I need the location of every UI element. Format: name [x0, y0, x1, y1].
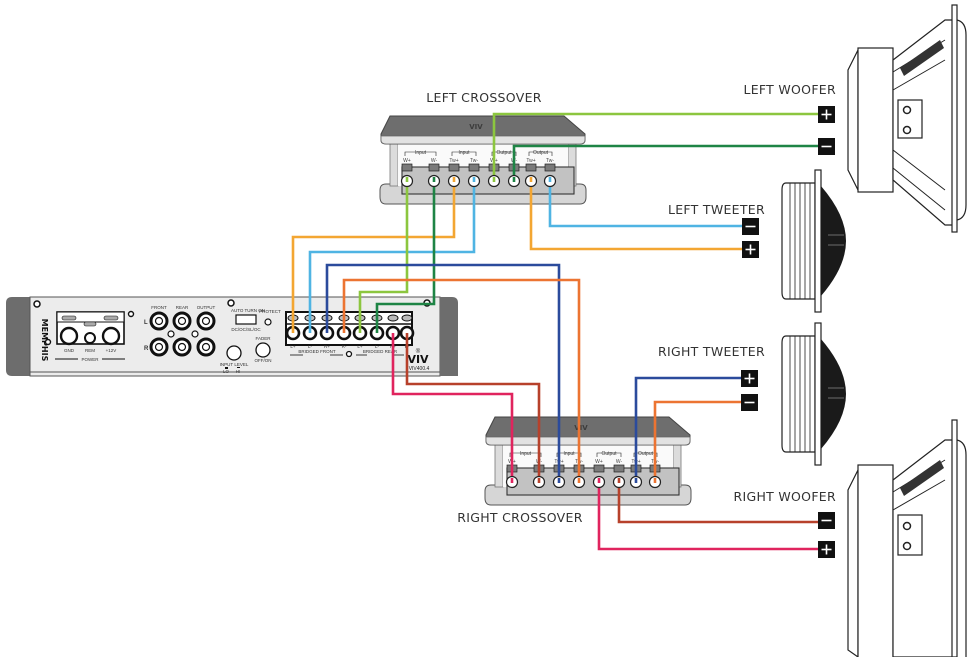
left-woofer-plus-terminal[interactable]	[818, 106, 835, 123]
svg-text:VIV: VIV	[469, 123, 483, 131]
amp-brand: MEMPHIS	[40, 319, 49, 362]
amp-terminal-label: L-	[308, 344, 313, 349]
wire-rear-left-plus	[358, 178, 409, 333]
wire-right-woofer-plus	[597, 479, 818, 551]
screw	[33, 300, 41, 308]
right-tweeter-label: RIGHT TWEETER	[658, 344, 765, 359]
wires	[291, 112, 818, 551]
amp-terminal-label: R+	[324, 344, 330, 349]
amp-terminal-label: L+	[357, 344, 363, 349]
input-level-lo: LO	[223, 369, 230, 374]
left-woofer-label: LEFT WOOFER	[743, 82, 836, 97]
crossover-group-label: Input	[520, 451, 532, 457]
amp-terminal-label: L+	[290, 344, 296, 349]
crossover-terminal-label: Tw-	[470, 158, 478, 164]
turn-on-sub: DC/OC/SL/OC	[231, 327, 261, 332]
crossover-terminal-label: Tw+	[526, 158, 535, 164]
left-tweeter-plus-terminal[interactable]	[742, 241, 759, 258]
wire-right-woofer-minus	[617, 479, 818, 524]
wire-rear-right-plus	[391, 333, 514, 479]
right-crossover-label: RIGHT CROSSOVER	[457, 510, 582, 525]
rca-row-r: R	[144, 346, 149, 352]
crossover-terminal-label: W+	[595, 459, 603, 465]
left-tweeter-label: LEFT TWEETER	[668, 202, 765, 217]
wire-rear-left-minus	[375, 178, 436, 333]
wire-rear-right-minus	[405, 333, 541, 479]
bridged-front-label: BRIDGED FRONT	[298, 349, 336, 354]
wire-front-left-minus	[308, 178, 476, 333]
rca-header-front: FRONT	[151, 305, 167, 310]
amp-terminal-label: R-	[342, 344, 347, 349]
wire-right-tweeter-plus	[634, 376, 742, 479]
left-woofer-minus-terminal[interactable]	[818, 138, 835, 155]
crossover-terminal-label: Tw-	[546, 158, 554, 164]
rca-row-l: L	[144, 320, 148, 326]
crossover-group-label: Output	[496, 150, 512, 156]
right-woofer-plus-terminal[interactable]	[818, 541, 835, 558]
right-tweeter-minus-terminal[interactable]	[741, 394, 758, 411]
crossover-group-label: Output	[638, 451, 654, 457]
wire-front-left-plus	[291, 178, 456, 333]
crossover-group-label: Output	[601, 451, 617, 457]
input-level-knob[interactable]	[226, 345, 242, 361]
crossover-group-label: Output	[533, 150, 549, 156]
power-label-rem: REM	[85, 348, 95, 353]
terminal-screw	[401, 314, 413, 322]
crossover-terminal-label: W-	[616, 459, 623, 465]
left-woofer	[847, 4, 967, 233]
protect-label: PROTECT	[259, 309, 281, 314]
right-tweeter	[781, 322, 846, 466]
wire-left-tweeter-plus	[529, 178, 743, 251]
wire-front-right-minus	[342, 278, 581, 479]
left-crossover-label: LEFT CROSSOVER	[426, 90, 542, 105]
right-woofer-label: RIGHT WOOFER	[734, 489, 836, 504]
crossover-terminal-label: W+	[403, 158, 411, 164]
crossover-group-label: Input	[563, 451, 575, 457]
auto-turn-on-label: AUTO TURN ON	[231, 308, 265, 313]
crossover-terminal-label: W-	[431, 158, 438, 164]
fader-label: FADER	[255, 336, 271, 341]
bridged-rear-label: BRIDGED REAR	[363, 349, 398, 354]
screw	[44, 338, 52, 346]
wire-left-tweeter-minus	[548, 178, 743, 228]
crossover-terminal-label: Tw+	[449, 158, 458, 164]
wire-left-woofer-minus	[512, 144, 818, 178]
wire-right-tweeter-minus	[653, 400, 742, 479]
crossover-group-label: Input	[415, 150, 427, 156]
amp-logo: VIV	[407, 353, 429, 366]
right-woofer-minus-terminal[interactable]	[818, 512, 835, 529]
left-tweeter-minus-terminal[interactable]	[742, 218, 759, 235]
wire-front-right-plus	[325, 263, 561, 479]
screw	[227, 299, 235, 307]
amp-controls: AUTO TURN ON DC/OC/SL/OC PROTECT INPUT L…	[220, 308, 281, 374]
wire-left-woofer-plus	[492, 112, 818, 178]
power-label-gnd: GND	[64, 348, 75, 353]
power-terminal-block: GND REM +12V POWER	[55, 311, 125, 362]
right-woofer	[847, 419, 967, 657]
rca-header-rear: REAR	[176, 305, 189, 310]
terminal-screw	[387, 314, 399, 322]
svg-text:®: ®	[416, 348, 421, 355]
svg-text:VIV: VIV	[574, 424, 588, 432]
rca-block: FRONT REAR OUTPUT L R	[144, 305, 216, 357]
crossover-group-label: Input	[458, 150, 470, 156]
amp-terminal-label: L-	[375, 344, 380, 349]
power-caption: POWER	[81, 357, 99, 362]
amp-model: VIV400.4	[409, 366, 430, 372]
screw	[127, 310, 135, 318]
turn-on-switch[interactable]	[235, 314, 257, 325]
protect-led	[264, 318, 272, 326]
fader-sub: OFF/ON	[255, 358, 272, 363]
input-level-hi: HI	[236, 369, 241, 374]
input-level-label: INPUT LEVEL	[220, 362, 249, 367]
amplifier: MEMPHIS GND REM +12V POWER FRONT REAR	[6, 296, 458, 377]
rca-header-output: OUTPUT	[197, 305, 216, 310]
left-tweeter	[781, 169, 846, 313]
fader-knob[interactable]	[255, 342, 271, 358]
right-tweeter-plus-terminal[interactable]	[741, 370, 758, 387]
power-label-12v: +12V	[106, 348, 117, 353]
